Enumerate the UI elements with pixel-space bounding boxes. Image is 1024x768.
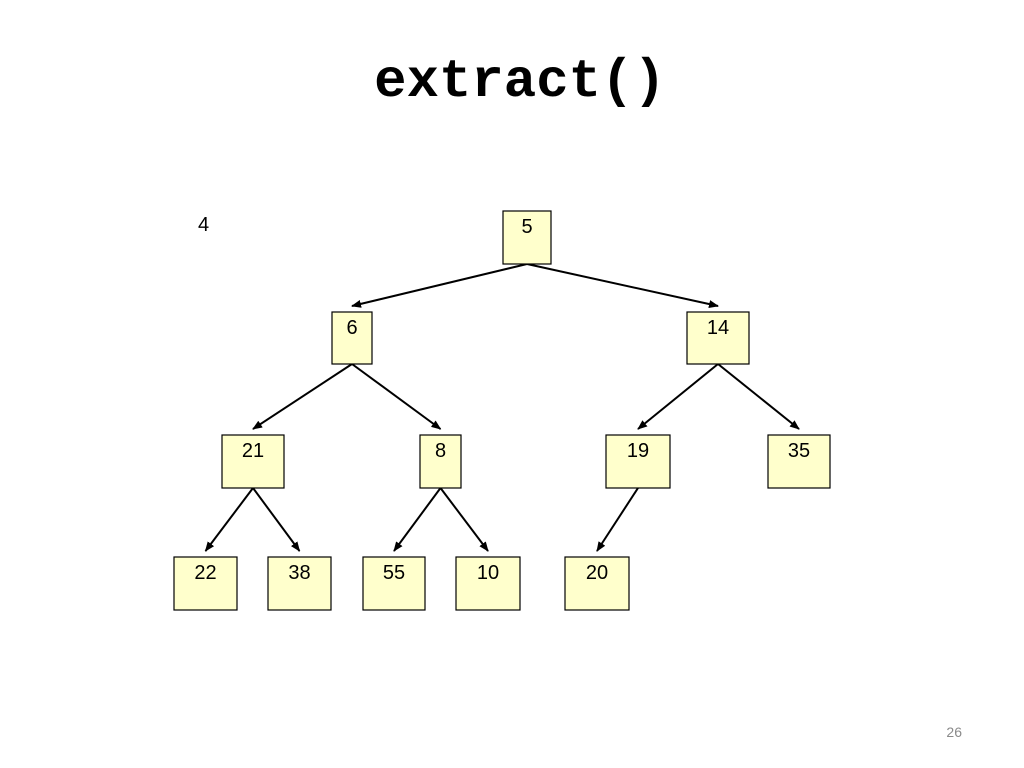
- tree-edge-n2-n5: [637, 363, 719, 430]
- tree-node-n4: 8: [419, 434, 462, 489]
- tree-node-label: 20: [586, 562, 608, 584]
- tree-node-label: 8: [435, 440, 446, 462]
- tree-edge-n3-n7: [204, 487, 254, 552]
- tree-edge-n0-n1: [351, 263, 528, 308]
- tree-edge-n5-n11: [596, 487, 639, 552]
- tree-node-box: [767, 434, 831, 489]
- tree-node-label: 22: [194, 562, 216, 584]
- tree-node-label: 19: [627, 440, 649, 462]
- tree-node-box: [686, 311, 750, 365]
- tree-node-n10: 10: [455, 556, 521, 611]
- page-number: 26: [946, 724, 962, 740]
- tree-node-box: [455, 556, 521, 611]
- tree-node-n7: 22: [173, 556, 238, 611]
- tree-nodes: 5 6 14 21 8 19 35 22 38 55 10 20: [173, 210, 831, 611]
- tree-node-n5: 19: [605, 434, 671, 489]
- tree-node-n6: 35: [767, 434, 831, 489]
- tree-node-box: [173, 556, 238, 611]
- tree-edges: [204, 263, 800, 552]
- tree-node-box: [419, 434, 462, 489]
- tree-edge-n4-n10: [439, 487, 489, 552]
- tree-node-label: 6: [346, 317, 357, 339]
- extracted-value: 4: [198, 214, 210, 236]
- tree-node-box: [267, 556, 332, 611]
- tree-node-n11: 20: [564, 556, 630, 611]
- tree-node-n3: 21: [221, 434, 285, 489]
- tree-node-label: 5: [521, 216, 532, 238]
- tree-node-n8: 38: [267, 556, 332, 611]
- tree-node-label: 14: [707, 317, 729, 339]
- tree-node-label: 21: [242, 440, 264, 462]
- tree-edge-n2-n6: [717, 363, 800, 430]
- slide-title: extract(): [374, 52, 666, 113]
- tree-node-box: [605, 434, 671, 489]
- tree-node-box: [221, 434, 285, 489]
- tree-node-box: [502, 210, 552, 265]
- tree-edge-n1-n3: [252, 363, 353, 430]
- tree-node-label: 38: [288, 562, 310, 584]
- tree-node-label: 55: [383, 562, 405, 584]
- tree-edge-n1-n4: [351, 363, 442, 430]
- tree-node-label: 35: [788, 440, 810, 462]
- tree-node-n2: 14: [686, 311, 750, 365]
- tree-edge-n4-n9: [393, 487, 442, 552]
- tree-node-box: [564, 556, 630, 611]
- tree-node-box: [331, 311, 373, 365]
- tree-node-box: [362, 556, 426, 611]
- tree-edge-n0-n2: [526, 263, 719, 308]
- tree-node-n1: 6: [331, 311, 373, 365]
- tree-node-n0: 5: [502, 210, 552, 265]
- tree-node-label: 10: [477, 562, 499, 584]
- tree-edge-n3-n8: [252, 487, 301, 552]
- tree-node-n9: 55: [362, 556, 426, 611]
